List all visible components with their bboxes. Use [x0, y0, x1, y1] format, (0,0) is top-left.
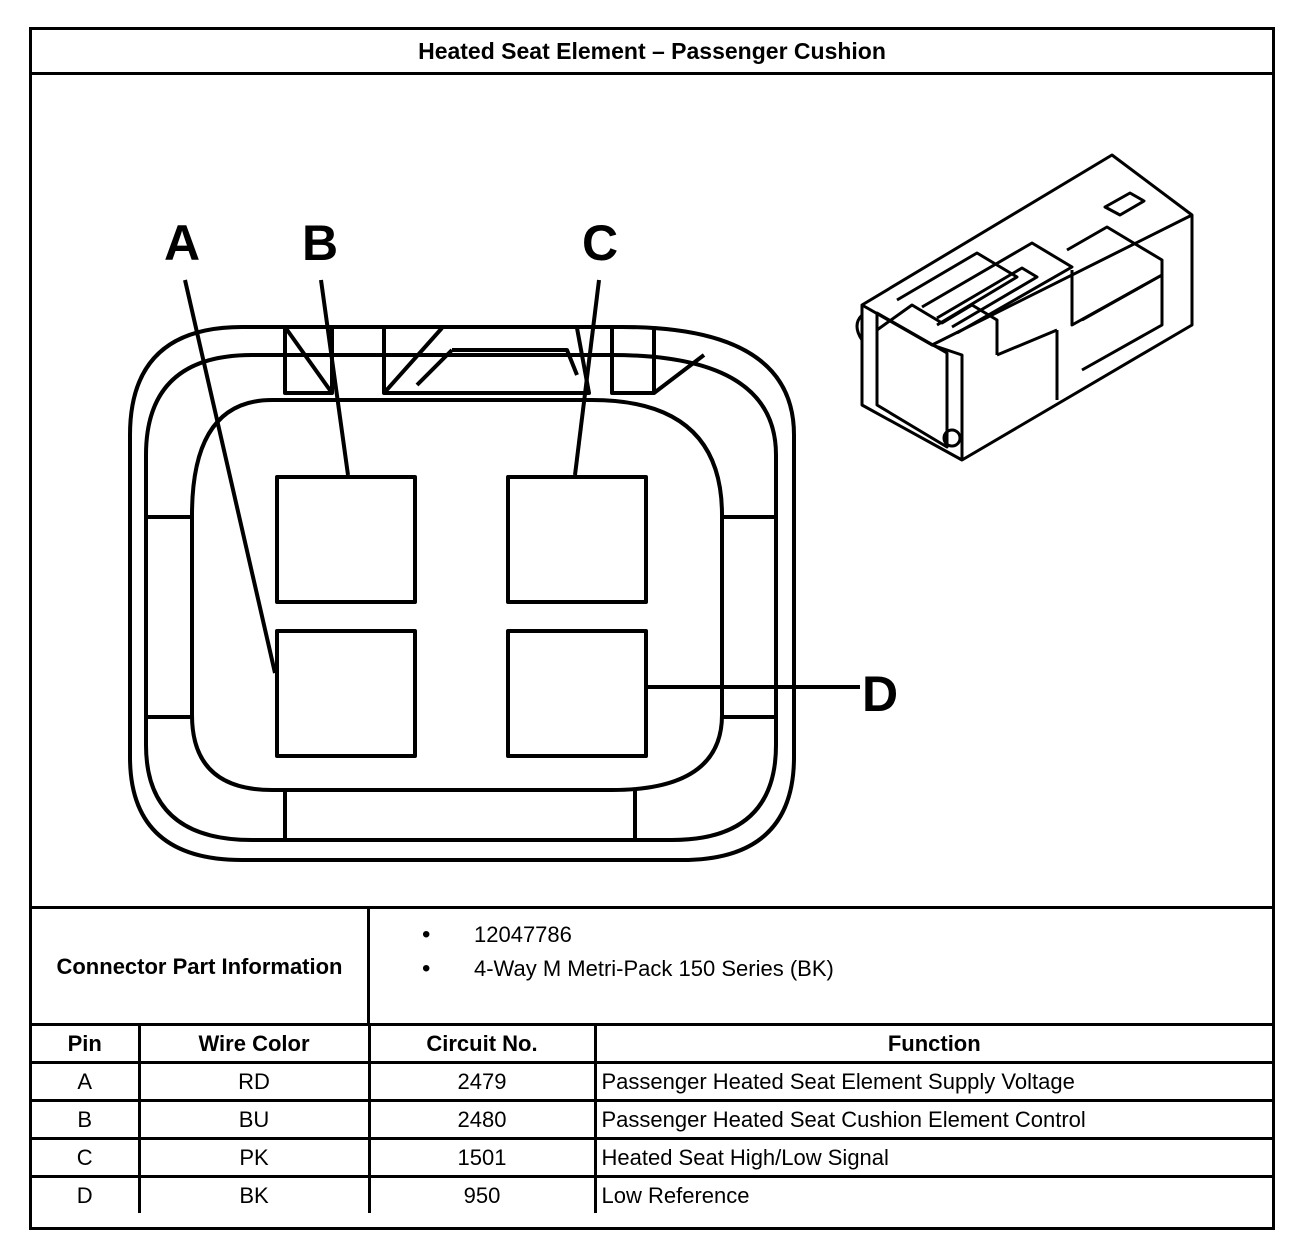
housing-inner: [190, 398, 724, 792]
header-circuit-no: Circuit No.: [367, 1023, 597, 1064]
cell-pin: B: [32, 1099, 141, 1140]
cell-pin: C: [32, 1137, 141, 1178]
leader-b: [319, 279, 350, 476]
cell-function: Heated Seat High/Low Signal: [593, 1137, 1272, 1178]
connector-description: 4-Way M Metri-Pack 150 Series (BK): [422, 955, 834, 989]
cell-wire-color: BU: [137, 1099, 371, 1140]
connector-isometric-icon: [855, 153, 1194, 462]
cell-function: Low Reference: [593, 1175, 1272, 1213]
cell-pin: D: [32, 1175, 141, 1213]
leader-c: [573, 279, 601, 476]
cell-circuit: 2480: [367, 1099, 597, 1140]
leader-a: [183, 279, 277, 674]
terminal-c: [506, 475, 648, 604]
header-wire-color: Wire Color: [137, 1023, 371, 1064]
connector-diagram: A B C D: [32, 75, 1272, 908]
table-header-row: Pin Wire Color Circuit No. Function: [32, 1023, 1272, 1064]
table-row: C PK 1501 Heated Seat High/Low Signal: [32, 1137, 1272, 1178]
cell-circuit: 1501: [367, 1137, 597, 1178]
connector-face-drawing: A B C D: [128, 153, 1194, 862]
connector-info-list: 12047786 4-Way M Metri-Pack 150 Series (…: [422, 921, 834, 989]
cell-function: Passenger Heated Seat Cushion Element Co…: [593, 1099, 1272, 1140]
top-latch: [283, 325, 334, 395]
housing-mid: [144, 353, 778, 842]
pinout-table: Pin Wire Color Circuit No. Function A RD…: [32, 1023, 1272, 1213]
terminal-b: [275, 475, 417, 604]
connector-info-label: Connector Part Information: [32, 909, 370, 1024]
terminal-d: [506, 629, 648, 758]
table-row: A RD 2479 Passenger Heated Seat Element …: [32, 1061, 1272, 1102]
cell-circuit: 2479: [367, 1061, 597, 1102]
connector-part-info: Connector Part Information 12047786 4-Wa…: [32, 906, 1272, 1024]
housing-outer: [128, 325, 796, 862]
cell-circuit: 950: [367, 1175, 597, 1213]
header-pin: Pin: [32, 1023, 141, 1064]
pin-label-c: C: [582, 215, 618, 271]
pin-label-a: A: [164, 215, 200, 271]
connector-sheet: Heated Seat Element – Passenger Cushion: [29, 27, 1275, 1230]
connector-part-number: 12047786: [422, 921, 834, 955]
page-title: Heated Seat Element – Passenger Cushion: [32, 30, 1272, 75]
pin-label-d: D: [862, 666, 898, 722]
terminal-a: [275, 629, 417, 758]
header-function: Function: [593, 1023, 1272, 1064]
cell-function: Passenger Heated Seat Element Supply Vol…: [593, 1061, 1272, 1102]
cell-wire-color: RD: [137, 1061, 371, 1102]
pin-label-b: B: [302, 215, 338, 271]
cell-wire-color: PK: [137, 1137, 371, 1178]
cell-wire-color: BK: [137, 1175, 371, 1213]
cell-pin: A: [32, 1061, 141, 1102]
table-row: B BU 2480 Passenger Heated Seat Cushion …: [32, 1099, 1272, 1140]
table-row: D BK 950 Low Reference: [32, 1175, 1272, 1213]
